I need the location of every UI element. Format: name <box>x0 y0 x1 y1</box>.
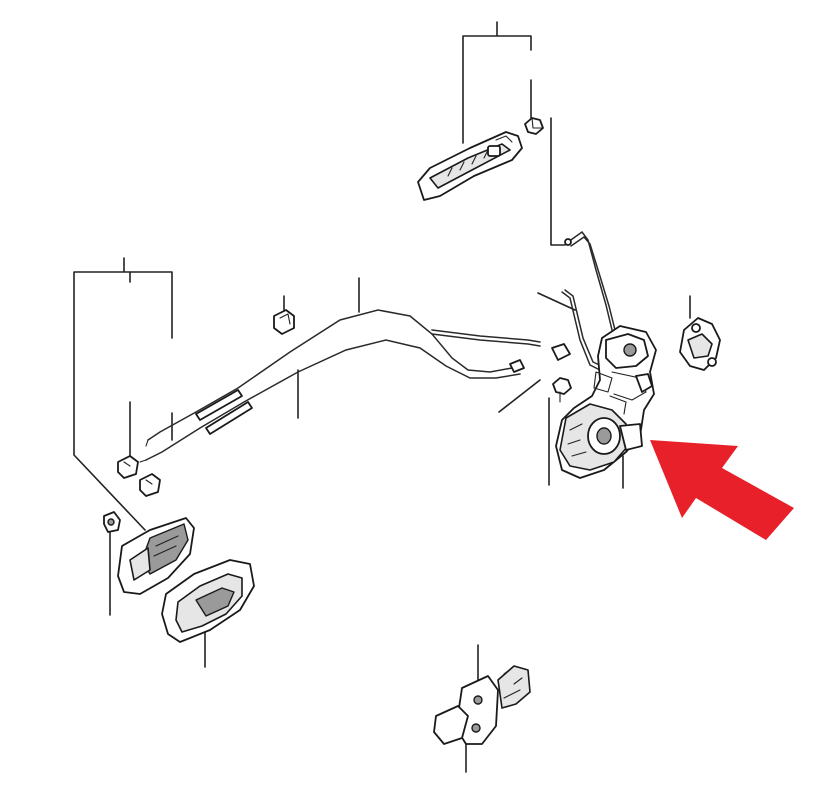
inside-door-handle <box>117 517 195 595</box>
handle-nut <box>524 117 544 135</box>
callout-lines <box>73 21 691 773</box>
mounting-bolt <box>552 377 572 403</box>
outside-door-handle <box>417 131 523 201</box>
rod-clips <box>117 455 161 497</box>
striker <box>679 317 721 371</box>
outside-handle-rod <box>564 230 616 331</box>
inside-handle-bezel <box>161 559 255 643</box>
inside-handle-bracket <box>103 511 121 533</box>
door-check-strap <box>433 665 531 745</box>
remote-cable-assembly <box>139 309 571 463</box>
highlight-arrow <box>650 440 794 540</box>
door-lock-actuator <box>555 325 657 479</box>
cable-clip <box>273 309 295 335</box>
lock-cylinder-rod <box>561 289 607 373</box>
